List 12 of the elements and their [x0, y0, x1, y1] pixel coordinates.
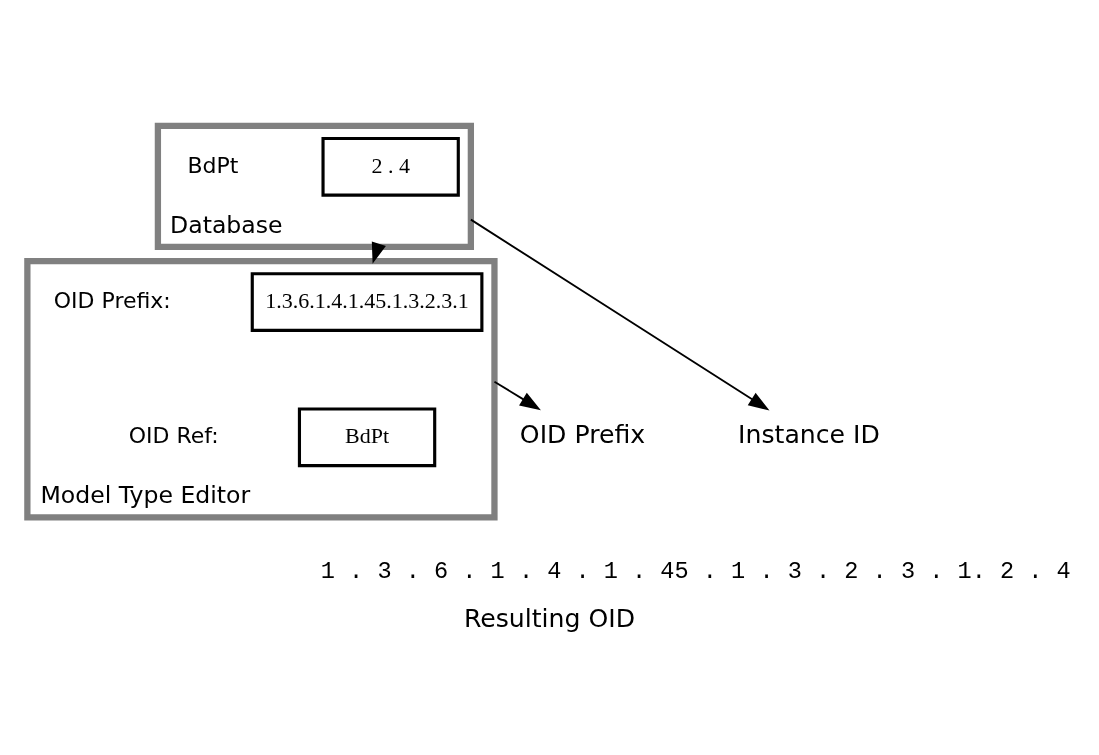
caption: Resulting OID	[463, 604, 636, 634]
node-box: 2 . 4	[321, 136, 460, 197]
node-label: OID Ref:	[128, 423, 219, 449]
node-box: BdPt	[297, 407, 437, 468]
node-text: Instance ID	[738, 420, 880, 450]
node-label: OID Prefix:	[53, 287, 171, 313]
node-text: OID Prefix	[519, 420, 646, 450]
arrow	[469, 218, 770, 411]
arrow	[493, 380, 541, 411]
node-label: BdPt	[187, 152, 239, 178]
node-box: 1.3.6.1.4.1.45.1.3.2.3.1	[250, 272, 484, 332]
label: 1 . 3 . 6 . 1 . 4 . 1 . 45 . 1 . 3 . 2 . 3 . 1. 2 . 4	[320, 558, 1071, 586]
